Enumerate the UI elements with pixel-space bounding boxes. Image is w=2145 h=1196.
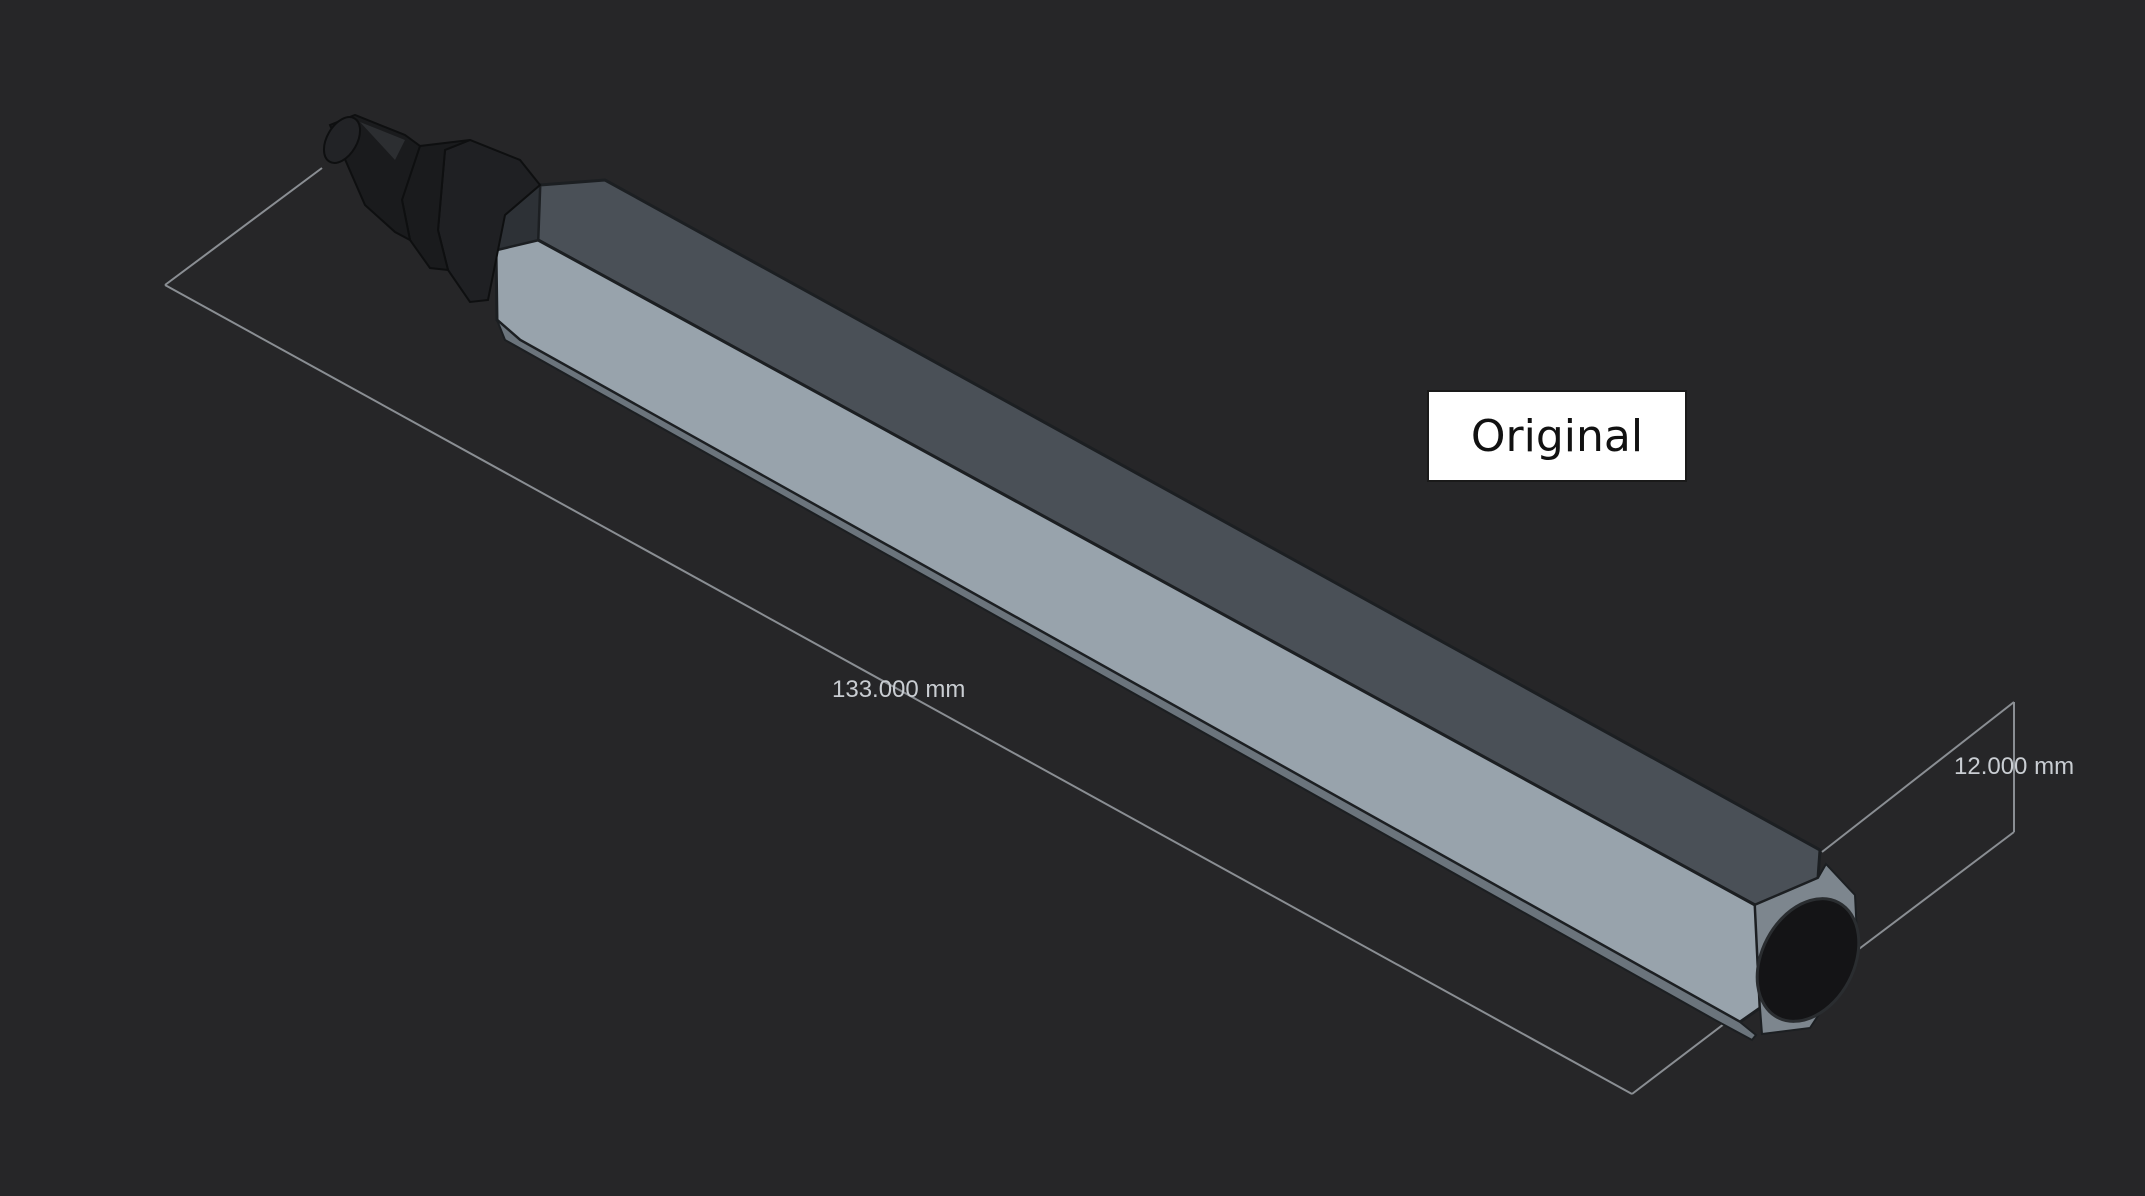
pen-tip-highlight bbox=[360, 122, 405, 160]
width-extension-line-bottom bbox=[1846, 831, 2015, 959]
width-dimension-label: 12.000 mm bbox=[1954, 753, 2075, 780]
shaft-dark-face bbox=[536, 178, 1822, 907]
original-badge-label: Original bbox=[1470, 410, 1644, 462]
width-dimension bbox=[1821, 701, 2015, 959]
length-dimension bbox=[164, 167, 1809, 1095]
length-dimension-label: 133.000 mm bbox=[832, 676, 966, 703]
length-extension-line-top bbox=[164, 167, 323, 286]
end-cap bbox=[1755, 897, 1861, 1023]
pen-tip-end bbox=[322, 116, 362, 164]
shaft-light-face bbox=[494, 238, 1762, 1024]
original-badge: Original bbox=[1427, 390, 1687, 482]
width-extension-line-top bbox=[1821, 701, 2015, 853]
shaft-bottom-edge bbox=[496, 319, 1758, 1042]
pen-model[interactable] bbox=[317, 111, 1880, 1042]
length-dimension-line bbox=[164, 284, 1633, 1095]
